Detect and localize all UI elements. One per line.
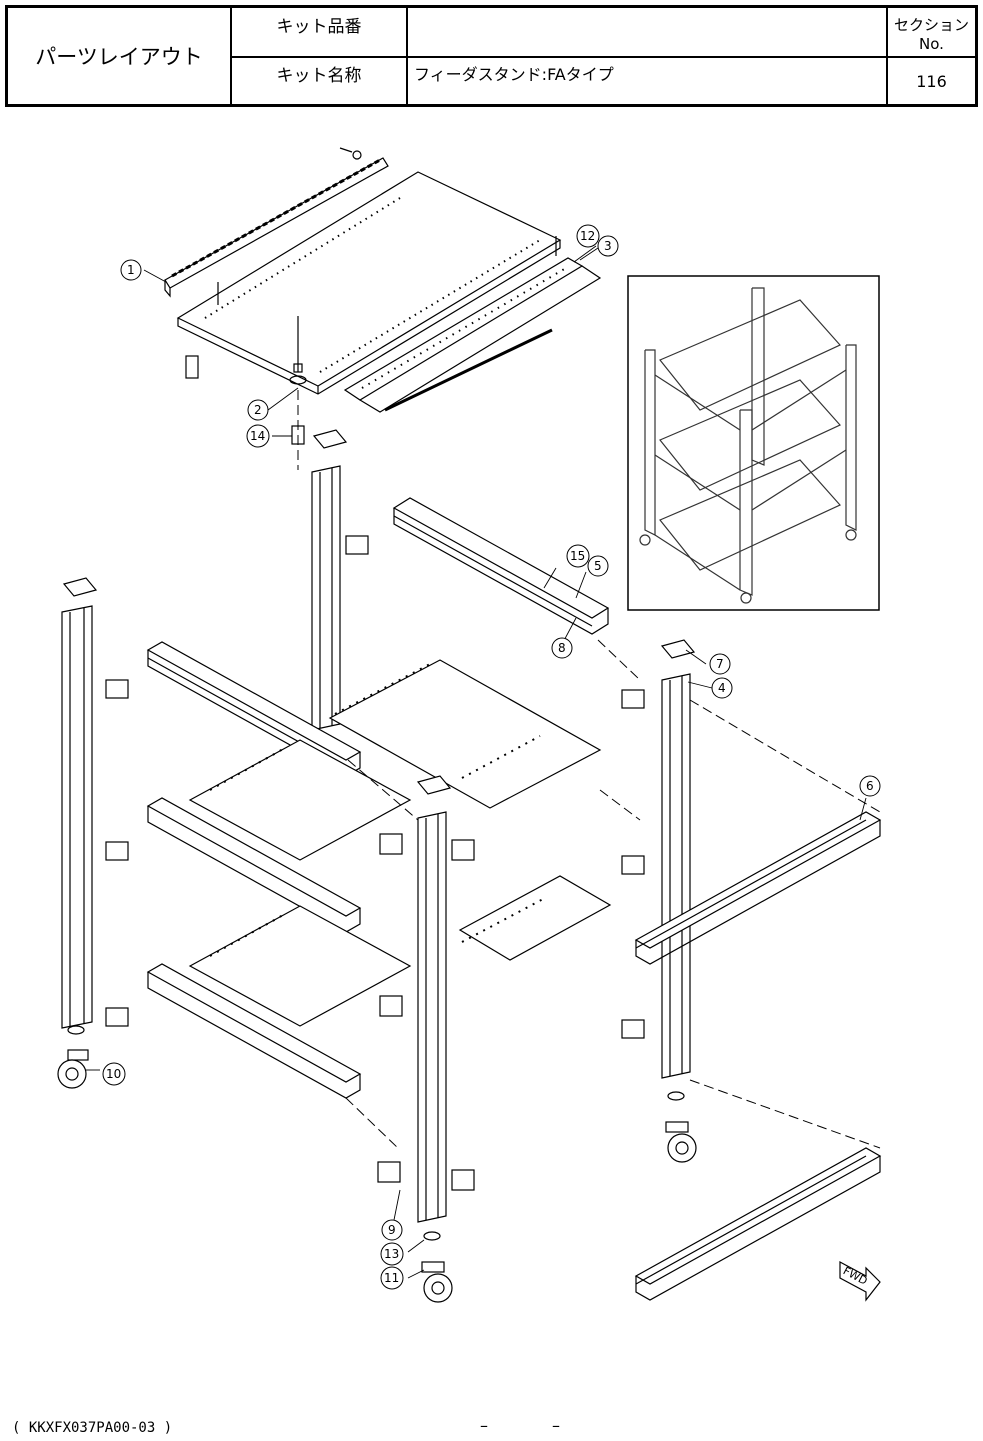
forward-direction-arrow: FWD <box>840 1262 880 1300</box>
callout-4: 4 <box>718 681 726 695</box>
callout-1: 1 <box>127 263 135 277</box>
callout-6: 6 <box>866 779 874 793</box>
casters <box>58 1026 696 1302</box>
page-dash-right: – <box>552 1416 560 1435</box>
callout-10: 10 <box>106 1067 121 1081</box>
callout-12: 12 <box>580 229 595 243</box>
document-title: パーツレイアウト <box>8 8 232 104</box>
callout-14: 14 <box>250 429 265 443</box>
callout-9: 9 <box>388 1223 396 1237</box>
exploded-parts-drawing: FWD 1 2 3 4 5 6 7 8 9 <box>0 110 983 1410</box>
drawing-code: ( KKXFX037PA00-03 ) <box>12 1420 172 1436</box>
callout-8: 8 <box>558 641 566 655</box>
callout-7: 7 <box>716 657 724 671</box>
callout-15: 15 <box>570 549 585 563</box>
middle-shelves <box>190 660 610 1026</box>
callout-5: 5 <box>594 559 602 573</box>
assembled-view-inset <box>628 276 879 610</box>
callout-11: 11 <box>384 1271 399 1285</box>
callout-13: 13 <box>384 1247 399 1261</box>
vertical-posts <box>62 466 690 1222</box>
kit-number-value <box>408 8 888 58</box>
callout-2: 2 <box>254 403 262 417</box>
corner-brackets <box>106 536 644 1190</box>
assembly-guide-lines <box>298 390 880 1150</box>
section-number-label: セクションNo. <box>888 8 975 58</box>
callout-3: 3 <box>604 239 612 253</box>
kit-name-value: フィーダスタンド:FAタイプ <box>408 58 888 104</box>
horizontal-beams <box>148 498 880 1300</box>
top-shelf-plate <box>178 172 560 394</box>
kit-number-label: キット品番 <box>232 8 408 58</box>
page-dash-left: – <box>480 1416 488 1435</box>
kit-name-label: キット名称 <box>232 58 408 104</box>
section-number-value: 116 <box>888 58 975 104</box>
title-block: パーツレイアウト キット品番 セクションNo. キット名称 フィーダスタンド:F… <box>5 5 978 107</box>
